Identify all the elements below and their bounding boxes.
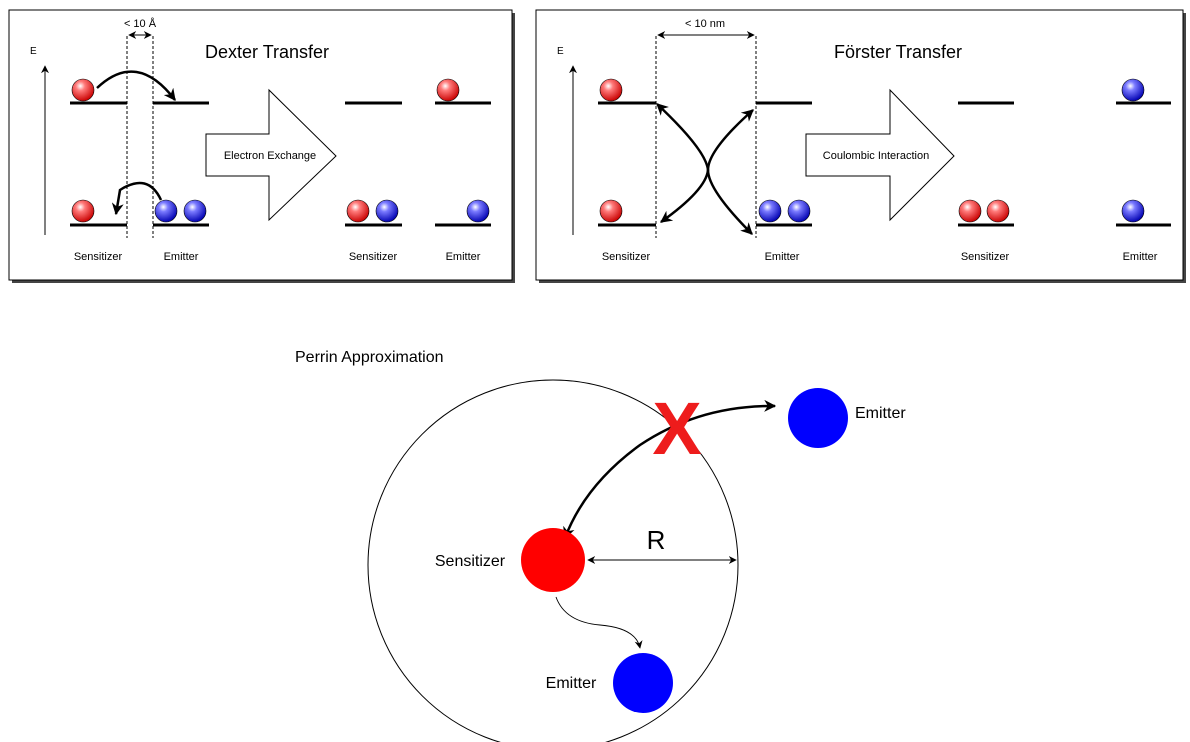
forster-after-emitter-electron-ground (1121, 199, 1145, 223)
perrin-radius-label: R (647, 525, 666, 555)
dexter-after-emitter-electron-excited (436, 78, 460, 102)
forster-process-label: Coulombic Interaction (823, 150, 929, 162)
perrin-title: Perrin Approximation (295, 349, 444, 366)
forster-after-label-sensitizer: Sensitizer (961, 251, 1010, 263)
dexter-panel: Dexter Transfer E < 10 Å Electron Exchan… (8, 9, 515, 283)
forster-sensitizer-electron-ground (599, 199, 623, 223)
dexter-distance-label: < 10 Å (124, 17, 157, 30)
perrin-emitter-outside-label: Emitter (855, 405, 906, 422)
forster-after-sensitizer-electron-1 (958, 199, 982, 223)
dexter-back-exchange-arrow (111, 181, 163, 216)
forster-after-label-emitter: Emitter (1123, 251, 1158, 263)
dexter-forward-exchange-arrow (96, 70, 176, 101)
dexter-after-sensitizer-electron-blue (375, 199, 399, 223)
dexter-emitter-electron-1 (154, 199, 178, 223)
forster-distance-label: < 10 nm (685, 18, 725, 30)
dexter-sensitizer-electron-excited (71, 78, 95, 102)
forster-process-arrow (805, 88, 955, 222)
dexter-process-arrow (205, 88, 337, 222)
perrin-inner-transfer-arrow (555, 596, 643, 649)
dexter-process-label: Electron Exchange (224, 150, 316, 162)
forster-crossing-arrow-2 (706, 109, 754, 235)
dexter-after-label-sensitizer: Sensitizer (349, 251, 398, 263)
perrin-emitter-inside (613, 653, 673, 713)
forster-sensitizer-electron-excited (599, 78, 623, 102)
forster-after-emitter-electron-excited (1121, 78, 1145, 102)
forster-after-sensitizer-electron-2 (986, 199, 1010, 223)
dexter-title: Dexter Transfer (205, 42, 329, 62)
dexter-axis-label: E (30, 46, 37, 57)
forster-title: Förster Transfer (834, 42, 962, 62)
perrin-sensitizer (521, 528, 585, 592)
dexter-sensitizer-electron-ground (71, 199, 95, 223)
perrin-emitter-outside (788, 388, 848, 448)
dexter-label-sensitizer: Sensitizer (74, 251, 123, 263)
dexter-after-label-emitter: Emitter (446, 251, 481, 263)
perrin-section: Perrin Approximation X R Sensitizer Emit… (295, 349, 906, 742)
forster-panel: Förster Transfer E < 10 nm Coulombic Int… (535, 9, 1186, 283)
perrin-blocked-mark: X (652, 387, 701, 470)
perrin-sensitizer-label: Sensitizer (435, 553, 506, 570)
perrin-emitter-inside-label: Emitter (546, 675, 597, 692)
dexter-label-emitter: Emitter (164, 251, 199, 263)
perrin-blocked-transfer-arrow (563, 399, 777, 540)
perrin-quenching-sphere (367, 379, 739, 742)
forster-emitter-electron-2 (787, 199, 811, 223)
dexter-after-sensitizer-electron-red (346, 199, 370, 223)
forster-axis-label: E (557, 46, 564, 57)
dexter-emitter-electron-2 (183, 199, 207, 223)
forster-label-sensitizer: Sensitizer (602, 251, 651, 263)
dexter-after-emitter-electron-ground (466, 199, 490, 223)
forster-label-emitter: Emitter (765, 251, 800, 263)
forster-emitter-electron-1 (758, 199, 782, 223)
